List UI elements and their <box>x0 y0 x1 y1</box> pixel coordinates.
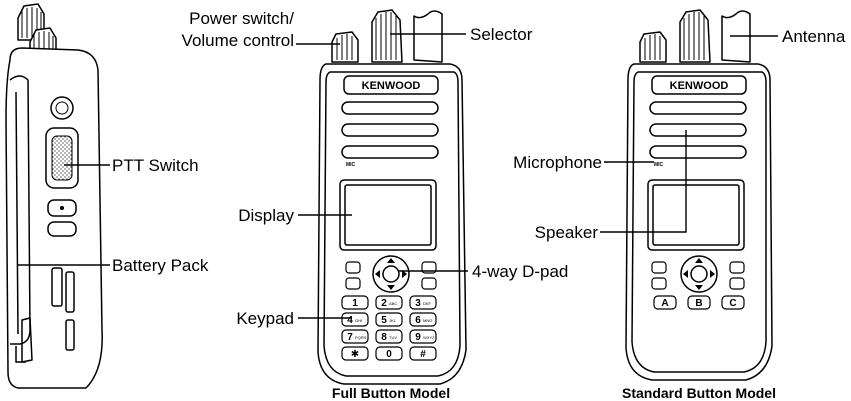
keypad-key-letters: PQRS <box>355 335 367 340</box>
label-speaker: Speaker <box>535 223 599 242</box>
keypad-key-label: 9 <box>415 332 421 343</box>
keypad-key-letters: ABC <box>389 301 397 306</box>
keypad-key <box>375 346 403 361</box>
antenna-full <box>413 10 443 63</box>
keypad-key <box>341 295 369 310</box>
keypad-key-label: 8 <box>381 332 387 343</box>
keypad-key-label: 0 <box>386 349 392 360</box>
brand-logo-full: KENWOOD <box>362 80 421 92</box>
keypad-key <box>409 329 437 344</box>
power-knob-full <box>331 31 359 63</box>
keypad-key <box>375 329 403 344</box>
keypad-key-letters: JKL <box>389 318 397 323</box>
keypad-key <box>375 295 403 310</box>
label-ptt-switch: PTT Switch <box>112 156 199 175</box>
keypad-key <box>341 312 369 327</box>
label-dpad: 4-way D-pad <box>472 262 568 281</box>
keypad-key-label: # <box>420 349 426 360</box>
keypad-key <box>409 295 437 310</box>
keypad-key-letters: TUV <box>389 335 397 340</box>
label-antenna: Antenna <box>782 27 846 46</box>
label-volume-control: Volume control <box>182 31 294 50</box>
keypad-key <box>341 346 369 361</box>
label-microphone: Microphone <box>513 153 602 172</box>
keypad-key-label: 2 <box>381 298 387 309</box>
keypad-key-letters: GHI <box>355 318 362 323</box>
keypad-key <box>341 329 369 344</box>
keypad-key-letters: DEF <box>423 301 432 306</box>
keypad-key-letters: WXYZ <box>423 335 435 340</box>
key-b: B <box>695 298 702 309</box>
keypad-key <box>409 346 437 361</box>
leader-lines <box>18 33 778 319</box>
dpad-standard <box>680 255 718 293</box>
keypad-key <box>375 312 403 327</box>
key-c: C <box>729 298 736 309</box>
display-full <box>339 179 437 251</box>
labels: Power switch/ Volume control Selector An… <box>112 9 846 401</box>
brand-logo-standard: KENWOOD <box>670 80 729 92</box>
keypad-key-label: 7 <box>347 332 353 343</box>
label-power-switch: Power switch/ <box>189 9 294 28</box>
key-a: A <box>661 298 668 309</box>
keypad-key-label: 1 <box>352 298 358 309</box>
keypad-key-label: ✱ <box>351 349 359 360</box>
label-display: Display <box>238 206 294 225</box>
display-standard <box>647 179 745 251</box>
label-keypad: Keypad <box>236 309 294 328</box>
mic-mark-full: MIC <box>346 162 356 168</box>
keypad-key-label: 3 <box>415 298 421 309</box>
caption-full-model: Full Button Model <box>332 385 450 401</box>
selector-knob-full <box>371 9 403 63</box>
keypad-key <box>409 312 437 327</box>
keypad-key-label: 4 <box>347 315 353 326</box>
dpad-full <box>372 255 410 293</box>
keypad-key-label: 6 <box>415 315 421 326</box>
side-view-radio <box>5 3 103 389</box>
standard-button-radio: KENWOOD MIC A B C <box>625 9 773 381</box>
mic-mark-standard: MIC <box>654 162 664 168</box>
label-selector: Selector <box>470 25 533 44</box>
label-battery-pack: Battery Pack <box>112 256 209 275</box>
keypad-key-letters: MNO <box>423 318 432 323</box>
caption-standard-model: Standard Button Model <box>622 385 776 401</box>
keypad-key-label: 5 <box>381 315 387 326</box>
